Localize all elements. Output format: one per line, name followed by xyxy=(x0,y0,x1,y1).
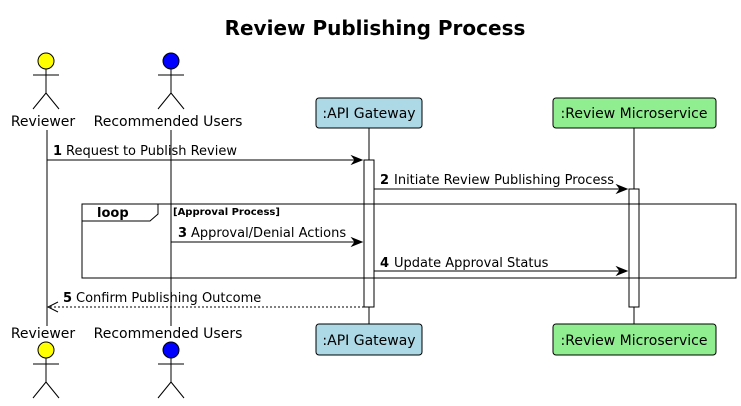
message-number: 3 xyxy=(178,226,187,241)
actor-label-recommended-users: Recommended Users xyxy=(94,326,243,342)
actor-recommended-users-top: Recommended Users xyxy=(94,52,243,130)
actor-head-icon xyxy=(162,52,180,70)
message-4: 4 Update Approval Status xyxy=(374,256,629,277)
message-text: Update Approval Status xyxy=(394,256,549,271)
actor-label-reviewer: Reviewer xyxy=(11,326,76,342)
message-number: 5 xyxy=(63,291,72,306)
activation-api-gateway xyxy=(363,159,375,308)
loop-keyword: loop xyxy=(97,206,129,221)
message-1: 1 Request to Publish Review xyxy=(47,144,364,166)
actor-label-reviewer: Reviewer xyxy=(11,114,76,130)
actor-head-icon xyxy=(37,52,55,70)
loop-condition: [Approval Process] xyxy=(173,207,280,218)
message-3: 3 Approval/Denial Actions xyxy=(171,226,364,248)
message-text: Confirm Publishing Outcome xyxy=(76,291,261,306)
participant-label-api-gateway: :API Gateway xyxy=(322,106,415,122)
actor-reviewer-top: Reviewer xyxy=(11,52,76,130)
actor-recommended-users-bottom: Recommended Users xyxy=(94,326,243,399)
actor-head-icon xyxy=(162,341,180,359)
message-2: 2 Initiate Review Publishing Process xyxy=(374,173,629,195)
loop-fragment: loop [Approval Process] xyxy=(81,203,737,279)
participant-api-gateway-top: :API Gateway xyxy=(315,97,423,129)
message-number: 2 xyxy=(380,173,389,188)
message-5: 5 Confirm Publishing Outcome xyxy=(46,291,364,313)
actor-label-recommended-users: Recommended Users xyxy=(94,114,243,130)
diagram-title: Review Publishing Process xyxy=(225,16,526,40)
activation-review-microservice xyxy=(628,188,640,308)
participant-label-api-gateway: :API Gateway xyxy=(322,333,415,349)
message-number: 4 xyxy=(380,256,389,271)
message-number: 1 xyxy=(53,144,62,159)
participant-review-microservice-bottom: :Review Microservice xyxy=(552,323,717,356)
actor-head-icon xyxy=(37,341,55,359)
message-text: Request to Publish Review xyxy=(66,144,237,159)
message-text: Approval/Denial Actions xyxy=(191,226,346,241)
participant-label-review-microservice: :Review Microservice xyxy=(561,333,708,349)
actor-reviewer-bottom: Reviewer xyxy=(11,326,76,399)
participant-api-gateway-bottom: :API Gateway xyxy=(315,323,423,356)
participant-label-review-microservice: :Review Microservice xyxy=(561,106,708,122)
participant-review-microservice-top: :Review Microservice xyxy=(552,97,717,129)
message-text: Initiate Review Publishing Process xyxy=(394,173,614,188)
